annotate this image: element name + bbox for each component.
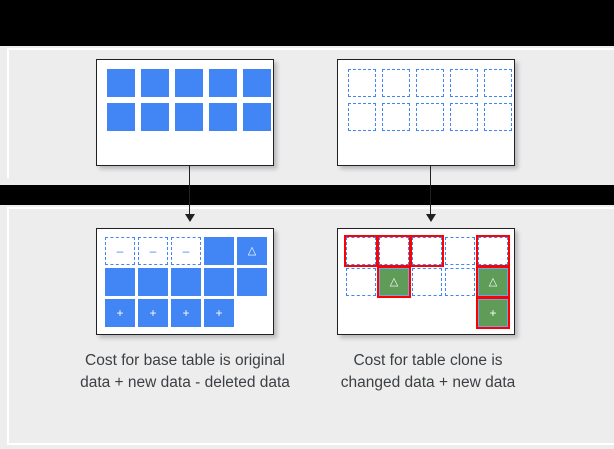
base-table-after-cell-r3c3[interactable]: + bbox=[171, 299, 201, 327]
panel-guide-rail-top bbox=[7, 48, 614, 50]
base-table-after-glyph-r1c5: △ bbox=[247, 244, 257, 257]
base-table-after-glyph-r3c3: + bbox=[182, 306, 190, 320]
clone-table-before-cell-r2c2[interactable] bbox=[382, 103, 410, 131]
connector-arrowhead-base bbox=[184, 214, 195, 222]
base-table-after-cell-r2c2[interactable] bbox=[138, 268, 168, 296]
clone-table-after-cell-r1c4[interactable] bbox=[445, 237, 475, 265]
base-table-after-glyph-r3c1: + bbox=[116, 306, 124, 320]
caption-base-table: Cost for base table is original data + n… bbox=[80, 352, 290, 391]
panel-guide-rail-top-lower bbox=[7, 207, 614, 209]
base-table-after-glyph-r1c1: – bbox=[116, 244, 124, 258]
base-table-after-cell-r3c1[interactable]: + bbox=[105, 299, 135, 327]
base-table-after-glyph-r3c4: + bbox=[215, 306, 223, 320]
base-table-after-glyph-r1c2: – bbox=[149, 244, 157, 258]
base-table-before-cell-r2c3[interactable] bbox=[175, 103, 203, 131]
clone-table-after-cell-r2c4[interactable] bbox=[445, 268, 475, 296]
clone-table-after-cell-r3c1 bbox=[346, 299, 376, 327]
base-table-before-cell-r1c3[interactable] bbox=[175, 69, 203, 97]
clone-table-after-cell-r1c3[interactable] bbox=[410, 235, 444, 267]
base-table-before-cell-r1c5[interactable] bbox=[243, 69, 271, 97]
connector-line-clone bbox=[430, 166, 432, 216]
clone-table-card-before[interactable] bbox=[337, 59, 515, 166]
base-table-before-cell-r2c4[interactable] bbox=[209, 103, 237, 131]
clone-table-before-cell-r1c1[interactable] bbox=[348, 69, 376, 97]
base-table-after-glyph-r1c3: – bbox=[182, 244, 190, 258]
clone-table-card-after[interactable]: △ △ + bbox=[337, 228, 515, 335]
clone-table-after-cell-r2c3[interactable] bbox=[412, 268, 442, 296]
base-table-after-cell-r2c5[interactable] bbox=[237, 268, 267, 296]
clone-table-before-cell-r1c3[interactable] bbox=[416, 69, 444, 97]
clone-table-after-cell-r3c3 bbox=[412, 299, 442, 327]
clone-table-after-cell-r3c5[interactable]: + bbox=[476, 297, 510, 329]
base-table-after-cell-r1c1[interactable]: – bbox=[105, 237, 135, 265]
base-table-after-glyph-r3c2: + bbox=[149, 306, 157, 320]
base-table-before-cell-r2c1[interactable] bbox=[107, 103, 135, 131]
panel-guide-rail-left bbox=[7, 50, 9, 178]
clone-table-after-cell-r1c5[interactable] bbox=[476, 235, 510, 267]
base-table-before-cell-r2c5[interactable] bbox=[243, 103, 271, 131]
clone-table-before-cell-r1c4[interactable] bbox=[450, 69, 478, 97]
slide-panel-lower bbox=[0, 205, 614, 449]
clone-table-after-glyph-r2c2: △ bbox=[389, 275, 399, 288]
letterbox-top bbox=[0, 0, 614, 46]
base-table-after-cell-r3c4[interactable]: + bbox=[204, 299, 234, 327]
base-table-after-cell-r3c2[interactable]: + bbox=[138, 299, 168, 327]
caption-table-clone: Cost for table clone is changed data + n… bbox=[340, 352, 516, 391]
base-table-after-cell-r1c4[interactable] bbox=[204, 237, 234, 265]
clone-table-after-cell-r1c1[interactable] bbox=[344, 235, 378, 267]
base-table-after-cell-r2c4[interactable] bbox=[204, 268, 234, 296]
base-table-before-cell-r2c2[interactable] bbox=[141, 103, 169, 131]
clone-table-before-cell-r2c3[interactable] bbox=[416, 103, 444, 131]
clone-table-after-cell-r2c5[interactable]: △ bbox=[476, 266, 510, 298]
base-table-after-cell-r2c3[interactable] bbox=[171, 268, 201, 296]
slide-panel-upper bbox=[0, 46, 614, 185]
base-table-grid-after: – – – △ + + + + bbox=[105, 237, 267, 327]
base-table-after-cell-r1c3[interactable]: – bbox=[171, 237, 201, 265]
connector-arrowhead-clone bbox=[425, 214, 436, 222]
base-table-before-cell-r1c1[interactable] bbox=[107, 69, 135, 97]
panel-guide-rail-left-lower bbox=[7, 209, 9, 445]
base-table-after-cell-r2c1[interactable] bbox=[105, 268, 135, 296]
connector-line-base bbox=[189, 166, 191, 216]
clone-table-before-cell-r1c5[interactable] bbox=[484, 69, 512, 97]
clone-table-after-cell-r3c2 bbox=[379, 299, 409, 327]
base-table-grid-before bbox=[107, 69, 271, 131]
base-table-after-cell-r3c5 bbox=[237, 299, 267, 327]
clone-table-before-cell-r2c1[interactable] bbox=[348, 103, 376, 131]
base-table-card-after[interactable]: – – – △ + + + + bbox=[96, 228, 274, 335]
clone-table-grid-after: △ △ + bbox=[344, 235, 510, 329]
clone-table-after-cell-r1c2[interactable] bbox=[377, 235, 411, 267]
clone-table-before-cell-r2c4[interactable] bbox=[450, 103, 478, 131]
panel-guide-rail-bottom bbox=[7, 443, 614, 445]
clone-table-before-cell-r2c5[interactable] bbox=[484, 103, 512, 131]
base-table-before-cell-r1c4[interactable] bbox=[209, 69, 237, 97]
clone-table-grid-before bbox=[348, 69, 512, 131]
letterbox-divider bbox=[0, 185, 614, 205]
clone-table-before-cell-r1c2[interactable] bbox=[382, 69, 410, 97]
base-table-before-cell-r1c2[interactable] bbox=[141, 69, 169, 97]
clone-table-after-glyph-r3c5: + bbox=[489, 306, 497, 320]
clone-table-after-cell-r3c4 bbox=[445, 299, 475, 327]
clone-table-after-glyph-r2c5: △ bbox=[488, 275, 498, 288]
clone-table-after-cell-r2c2[interactable]: △ bbox=[377, 266, 411, 298]
base-table-after-cell-r1c2[interactable]: – bbox=[138, 237, 168, 265]
base-table-card-before[interactable] bbox=[96, 59, 274, 166]
clone-table-after-cell-r2c1[interactable] bbox=[346, 268, 376, 296]
base-table-after-cell-r1c5[interactable]: △ bbox=[237, 237, 267, 265]
